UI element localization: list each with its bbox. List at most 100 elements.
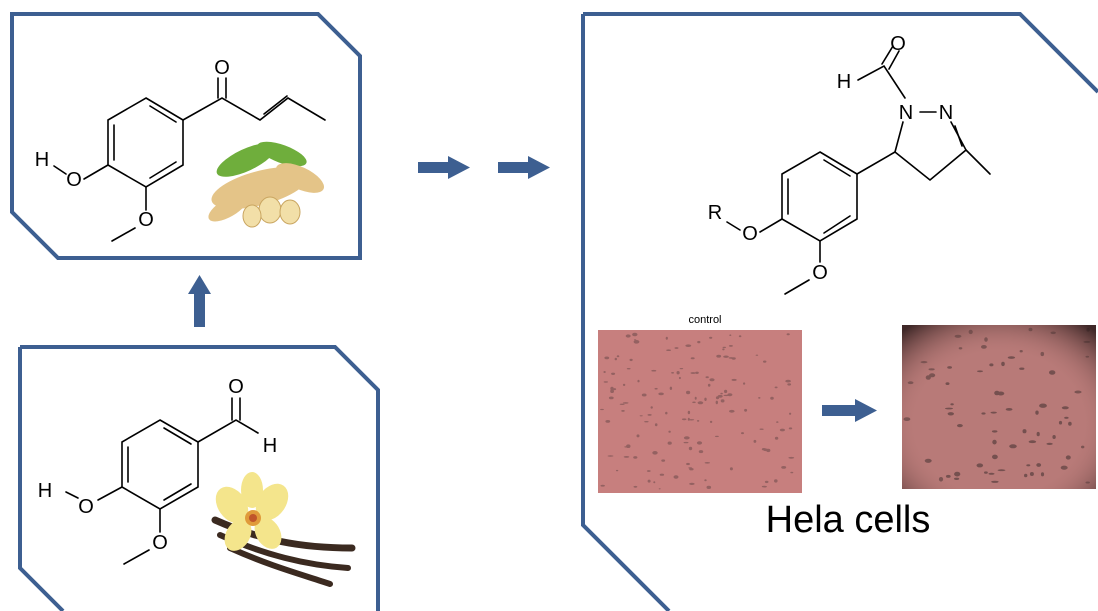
cell-speck <box>685 344 692 348</box>
cell-speck <box>652 451 658 455</box>
cell-speck <box>753 439 757 443</box>
cell-speck <box>785 379 791 383</box>
cell-speck <box>744 408 748 412</box>
cell-speck <box>646 470 651 472</box>
cell-speck <box>731 378 737 381</box>
cell-speck <box>761 485 767 488</box>
treated-cell-micrograph <box>902 325 1096 489</box>
cell-speck <box>603 371 606 373</box>
nitrogen-2-label: N <box>939 102 953 124</box>
cell-speck <box>774 436 779 440</box>
hela-cells-caption: Hela cells <box>766 499 931 541</box>
cell-speck <box>763 448 769 452</box>
cell-speck <box>720 399 725 403</box>
cell-speck <box>622 383 626 386</box>
cell-speck <box>659 473 665 476</box>
cell-speck <box>704 462 710 464</box>
cell-speck <box>763 360 767 363</box>
cell-speck <box>661 459 666 462</box>
cell-speck <box>774 386 778 389</box>
cell-speck <box>788 456 795 459</box>
ginger-compound-structure: O H O O <box>35 57 326 242</box>
cell-speck <box>610 386 614 391</box>
cell-speck <box>690 357 695 360</box>
cell-speck <box>790 471 794 474</box>
cell-speck <box>605 420 611 423</box>
cell-speck <box>653 481 656 484</box>
cell-speck <box>689 482 695 485</box>
cell-speck <box>697 340 701 344</box>
cell-speck <box>720 392 723 395</box>
vanillin-panel-frame <box>18 345 380 611</box>
cell-speck <box>696 441 703 445</box>
cell-speck <box>770 396 774 400</box>
hydroxyl-oxygen-label: O <box>78 496 94 518</box>
cell-speck <box>676 371 680 375</box>
cell-speck <box>687 417 690 421</box>
cell-speck <box>695 371 699 374</box>
cell-speck <box>787 383 792 386</box>
cell-speck <box>615 469 619 472</box>
cell-speck <box>639 415 643 417</box>
cell-speck <box>678 376 681 380</box>
cell-speck <box>673 475 679 479</box>
cell-speck <box>608 396 614 400</box>
cell-speck <box>716 354 722 358</box>
cell-speck <box>671 372 675 374</box>
cell-speck <box>651 369 657 372</box>
control-cell-micrograph <box>598 330 802 493</box>
cell-speck <box>709 336 713 339</box>
r-group-label: R <box>708 202 722 224</box>
cell-speck <box>774 479 778 483</box>
cell-speck <box>683 441 689 444</box>
cell-speck <box>789 412 792 415</box>
cell-speck <box>717 394 723 398</box>
control-label: control <box>688 314 721 326</box>
cell-speck <box>724 389 728 394</box>
aldehyde-hydrogen-label: H <box>263 435 277 457</box>
cell-speck <box>786 333 790 336</box>
cell-speck <box>697 401 704 405</box>
cell-speck <box>654 423 658 427</box>
cell-speck <box>692 401 696 404</box>
cell-speck <box>709 378 715 382</box>
cell-speck <box>688 419 695 421</box>
cell-speck <box>714 435 719 438</box>
right-arrow-icon-3 <box>822 399 877 422</box>
right-arrow-icon-2 <box>498 156 550 179</box>
cell-speck <box>694 396 697 400</box>
cell-speck <box>696 420 700 422</box>
ginger-panel-frame <box>10 12 362 260</box>
product-panel-frame <box>581 12 1098 611</box>
cell-speck <box>623 456 630 458</box>
cell-speck <box>633 456 638 459</box>
cell-speck <box>625 334 631 338</box>
cell-speck <box>758 397 761 399</box>
cell-speck <box>604 356 610 360</box>
cell-speck <box>759 428 764 430</box>
cell-speck <box>667 441 672 445</box>
cell-speck <box>637 379 640 383</box>
cell-speck <box>781 466 787 469</box>
cell-speck <box>619 403 625 405</box>
formyl-oxygen-label: O <box>890 33 906 55</box>
ginger-root-icon <box>208 141 325 228</box>
cell-speck <box>674 347 679 349</box>
cell-speck <box>626 368 631 370</box>
cell-speck <box>741 432 744 435</box>
cell-speck <box>650 406 653 409</box>
cell-speck <box>669 386 673 390</box>
cell-speck <box>687 410 691 415</box>
cell-speck <box>779 428 786 432</box>
cell-speck <box>611 372 616 375</box>
cell-speck <box>654 387 658 390</box>
up-arrow-icon <box>188 275 211 327</box>
cell-speck <box>621 410 625 412</box>
pyrazoline-product-structure: O H N N R O O <box>708 33 991 295</box>
cell-speck <box>647 479 651 483</box>
cell-speck <box>688 467 693 469</box>
cell-speck <box>689 468 694 471</box>
methoxy-oxygen-label: O <box>152 532 168 554</box>
cell-speck <box>644 421 649 423</box>
cell-speck <box>704 479 707 482</box>
